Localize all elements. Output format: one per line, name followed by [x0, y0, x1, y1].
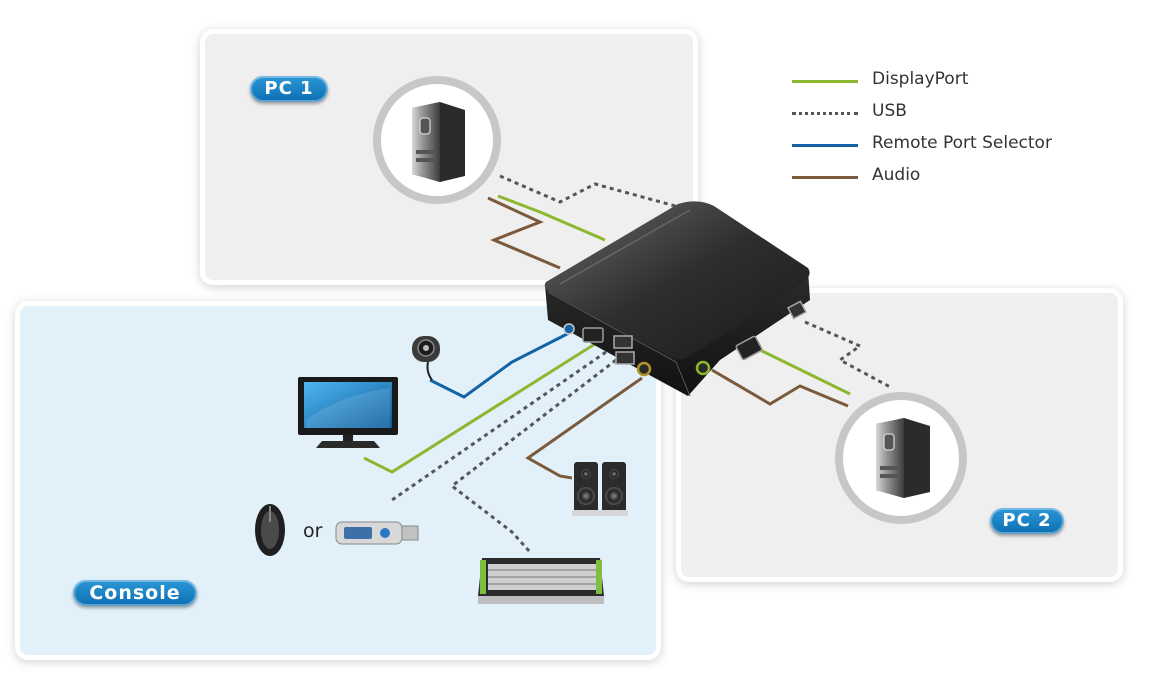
legend-swatch	[792, 80, 858, 83]
legend-label: USB	[872, 101, 907, 121]
legend-label: DisplayPort	[872, 69, 969, 89]
pc-tower-icon	[876, 418, 930, 498]
usb-cable-mouse	[391, 350, 607, 502]
remote-port-selector-icon	[412, 336, 440, 381]
legend-item-audio: Audio	[792, 160, 1092, 192]
pc-tower-icon	[412, 102, 465, 182]
legend-swatch	[792, 176, 858, 179]
displayport-port-pc2	[735, 335, 763, 361]
usb-stick-icon	[335, 521, 419, 545]
audio-port-pc2	[695, 360, 711, 376]
remote-port-jack	[563, 323, 575, 335]
kvm-switch-device	[544, 201, 810, 397]
audio-cable-speakers	[525, 376, 643, 480]
keyboard-icon	[478, 558, 604, 604]
legend-swatch	[792, 112, 858, 115]
displayport-cable-pc1	[497, 194, 606, 242]
legend-label: Remote Port Selector	[872, 133, 1052, 153]
usb-port-1	[613, 335, 633, 349]
legend-item-usb: USB	[792, 96, 1092, 128]
usb-port-pc2	[786, 300, 808, 320]
usb-cable-pc1	[499, 174, 691, 212]
remote-port-cable	[429, 331, 570, 399]
displayport-port	[582, 327, 604, 343]
legend-item-displayport: DisplayPort	[792, 64, 1092, 96]
legend-swatch	[792, 144, 858, 147]
pc2-computer	[835, 392, 967, 524]
console-label: Console	[73, 580, 197, 606]
or-text: or	[303, 520, 323, 542]
pc2-label: PC 2	[990, 508, 1064, 534]
audio-port-console	[636, 361, 652, 377]
pc1-label: PC 1	[250, 76, 328, 102]
displayport-cable-pc2	[759, 348, 851, 396]
audio-cable-pc2	[711, 368, 849, 408]
usb-cable-pc2	[804, 320, 893, 390]
legend-item-remote-port-selector: Remote Port Selector	[792, 128, 1092, 160]
legend: DisplayPort USB Remote Port Selector Aud…	[792, 64, 1092, 192]
usb-port-2	[615, 351, 635, 365]
pc1-computer	[373, 76, 501, 204]
legend-label: Audio	[872, 165, 921, 185]
displayport-cable-console	[363, 340, 599, 474]
mouse-icon	[255, 504, 285, 556]
speakers-icon	[572, 462, 628, 516]
monitor-icon	[298, 377, 398, 448]
audio-cable-pc1	[487, 196, 561, 270]
